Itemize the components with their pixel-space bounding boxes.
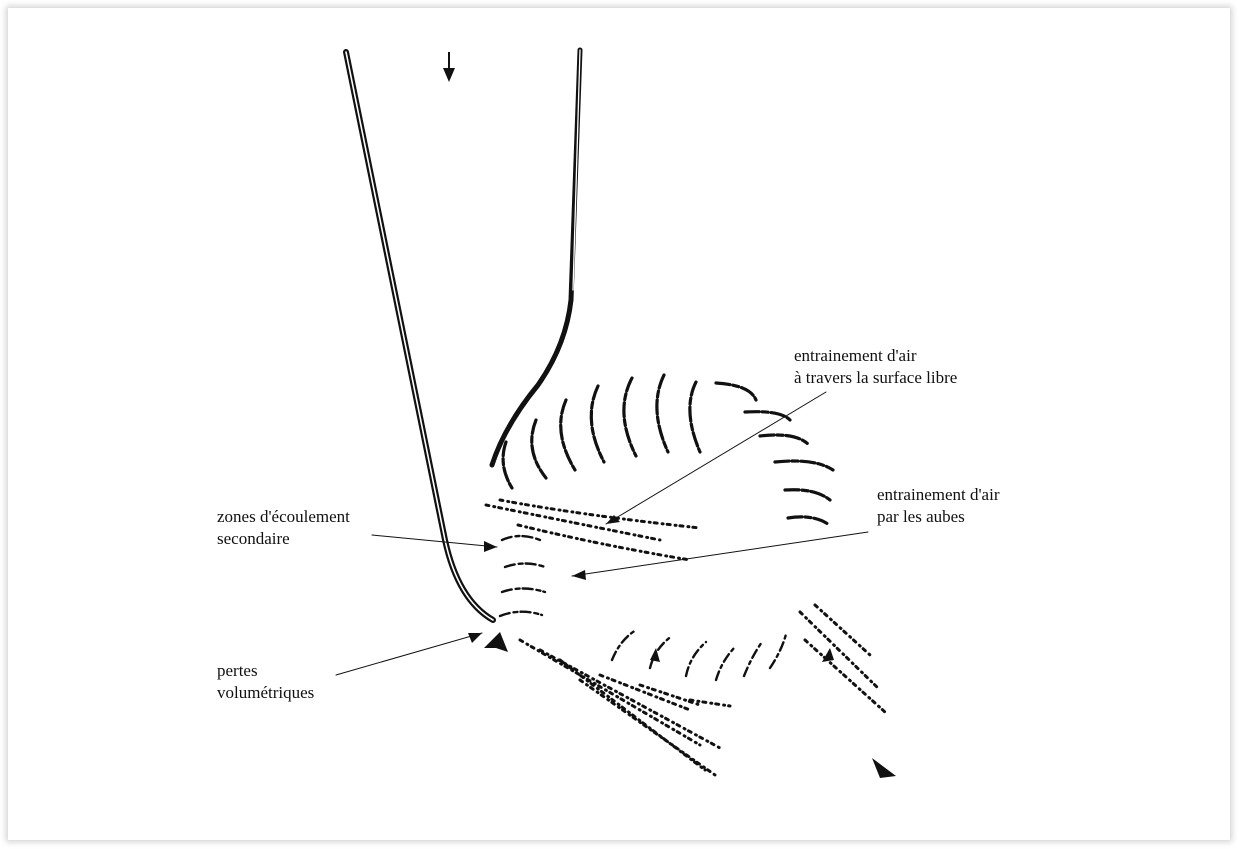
- label-losses-line1: pertes: [217, 661, 258, 681]
- label-blade-air-line2: par les aubes: [877, 507, 965, 527]
- label-surface-air-line1: entrainement d'air: [794, 346, 916, 366]
- nozzle-right-wall: [492, 50, 580, 465]
- label-secondary-line2: secondaire: [217, 529, 290, 549]
- label-surface-air-line2: à travers la surface libre: [794, 368, 957, 388]
- runner-blades: [503, 375, 833, 524]
- lower-blades: [612, 630, 786, 680]
- arrowhead: [468, 633, 482, 643]
- arrowhead: [484, 541, 497, 552]
- arrowhead: [572, 570, 586, 580]
- flow-in-arrow-icon: [443, 52, 455, 82]
- label-blade-air-line1: entrainement d'air: [877, 485, 999, 505]
- arrowhead: [822, 648, 834, 662]
- secondary-flow-arcs: [500, 536, 545, 616]
- nozzle-left-wall: [346, 52, 493, 620]
- spray-streaks: [486, 500, 885, 775]
- flow-out-arrow-icon: [872, 758, 896, 778]
- label-losses-line2: volumétriques: [217, 683, 314, 703]
- leak-arrow-icon: [484, 632, 508, 652]
- label-secondary-line1: zones d'écoulement: [217, 507, 350, 527]
